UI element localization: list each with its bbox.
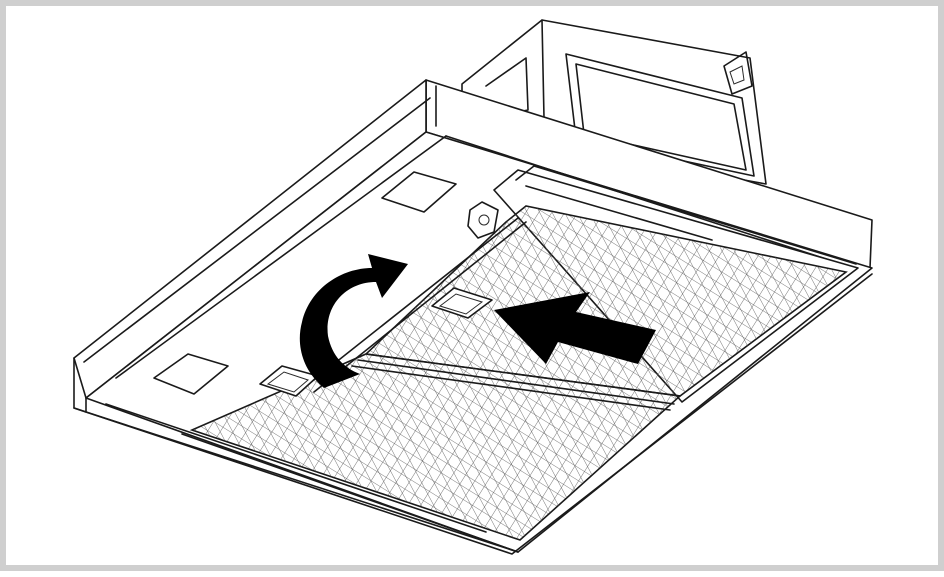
filter-handle-rear xyxy=(431,287,493,319)
straight-arrow-icon xyxy=(494,292,656,364)
light-cutout-bottom xyxy=(153,353,229,395)
front-grease-filter xyxy=(181,217,682,553)
latch-clip xyxy=(467,201,499,239)
light-cutout-top xyxy=(381,171,457,213)
light-cutouts xyxy=(153,171,457,395)
curved-arrow-icon xyxy=(299,254,408,388)
hood-filter-removal-illustration xyxy=(73,19,873,555)
